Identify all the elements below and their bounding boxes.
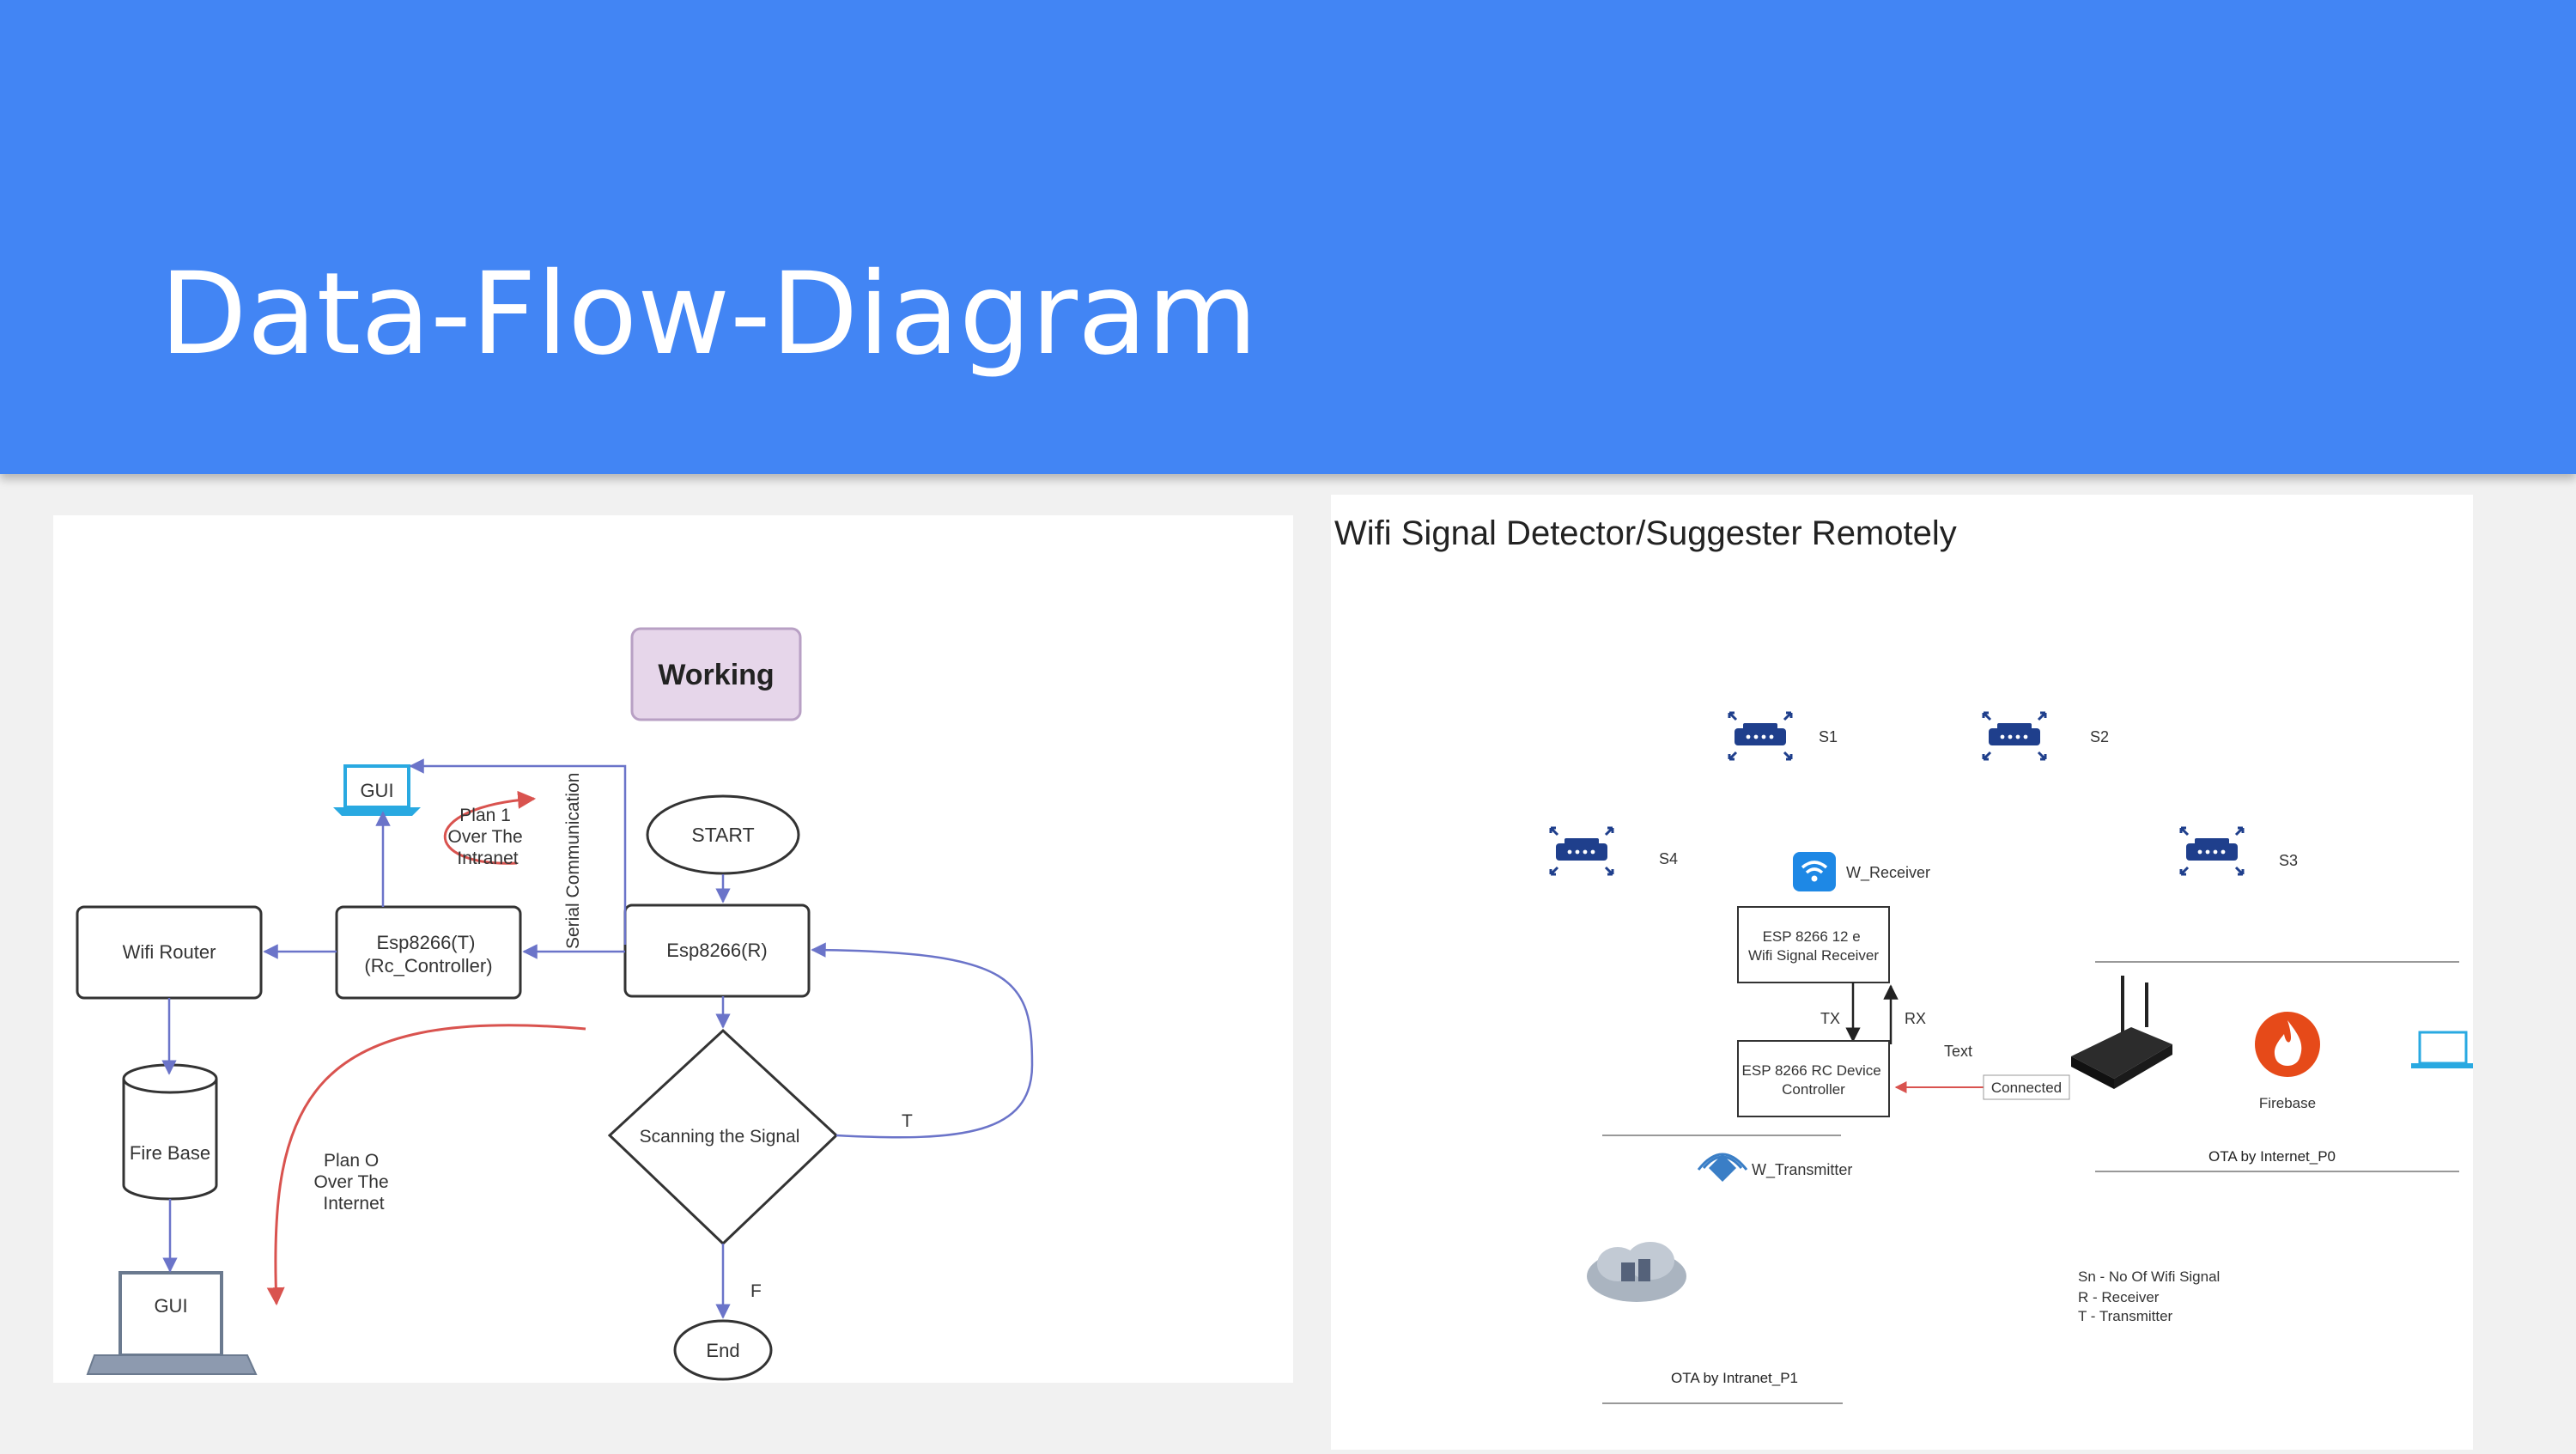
- ota-internet-label: OTA by Internet_P0: [2208, 1148, 2336, 1165]
- serial-communication-label: Serial Communication: [563, 773, 583, 949]
- connected-box: [1983, 1074, 2070, 1100]
- slide-title: Data-Flow-Diagram: [160, 248, 1258, 380]
- router-icon-s4: [1549, 826, 1614, 876]
- esp-controller-box: [1737, 1040, 1890, 1117]
- laptop-icon-top: [333, 764, 421, 816]
- ota-intranet-label: OTA by Intranet_P1: [1671, 1370, 1798, 1386]
- wifi-icon: [1793, 852, 1836, 891]
- router-icon-s3: [2179, 826, 2245, 876]
- working-label: Working: [658, 659, 774, 691]
- gui-bottom-label: GUI: [154, 1295, 187, 1317]
- fire-base-label: Fire Base: [130, 1142, 210, 1164]
- left-flow-diagram: Working GUI Plan 1 Over The Intranet Ser…: [76, 627, 1034, 1381]
- w-receiver-label: W_Receiver: [1846, 864, 1930, 882]
- s1-label: S1: [1819, 728, 1838, 745]
- title-bar: [0, 0, 2576, 474]
- gui-top-label: GUI: [360, 780, 393, 801]
- start-node: [646, 794, 800, 875]
- cloud-network-icon: [1587, 1242, 1686, 1302]
- esp-controller-label: ESP 8266 RC Device Controller: [1742, 1062, 1886, 1098]
- firebase-label: Firebase: [2259, 1095, 2316, 1111]
- esp-receiver-label: ESP 8266 12 e Wifi Signal Receiver: [1748, 928, 1879, 964]
- end-label: End: [706, 1340, 739, 1361]
- start-label: START: [691, 824, 754, 846]
- scanning-label: Scanning the Signal: [640, 1127, 800, 1147]
- firebase-cylinder: [122, 1063, 218, 1201]
- esp-receiver-box: [1737, 906, 1890, 983]
- s2-label: S2: [2090, 728, 2109, 745]
- transmitter-signal-icon: [1697, 1153, 1748, 1182]
- esp-r-label: Esp8266(R): [666, 940, 767, 961]
- plan1-curve: [443, 790, 537, 865]
- right-system-diagram: Wifi Signal Detector/Suggester Remotely …: [1334, 514, 2473, 1404]
- right-diagram-panel: Wifi Signal Detector/Suggester Remotely …: [1331, 495, 2473, 1450]
- true-label: T: [902, 1111, 913, 1131]
- end-node: [673, 1319, 773, 1381]
- connected-label: Connected: [1991, 1080, 2062, 1096]
- text-label: Text: [1944, 1043, 1972, 1060]
- left-diagram-panel: Working GUI Plan 1 Over The Intranet Ser…: [53, 515, 1293, 1383]
- wifi-router-label: Wifi Router: [123, 941, 216, 963]
- firebase-flame-icon: [2255, 1012, 2320, 1077]
- plan0-curve: [266, 1024, 586, 1306]
- s4-label: S4: [1659, 850, 1678, 867]
- laptop-icon-right: [2411, 1031, 2473, 1068]
- plan1-text: Plan 1 Over The Intranet: [448, 806, 528, 868]
- s3-label: S3: [2279, 852, 2298, 869]
- rx-label: RX: [1905, 1010, 1926, 1027]
- plan0-text: Plan O Over The Internet: [314, 1151, 394, 1214]
- legend-text: Sn - No Of Wifi Signal R - Receiver T - …: [2078, 1268, 2224, 1324]
- laptop-icon-bottom: [86, 1271, 258, 1375]
- esp-t-label: Esp8266(T) (Rc_Controller): [364, 932, 492, 976]
- flow-arrows: [161, 758, 1034, 1319]
- router-device-icon: [2071, 976, 2172, 1089]
- right-diagram-title: Wifi Signal Detector/Suggester Remotely: [1334, 514, 1957, 552]
- router-icon-s1: [1728, 711, 1793, 761]
- tx-label: TX: [1820, 1010, 1840, 1027]
- false-label: F: [750, 1281, 762, 1301]
- w-transmitter-label: W_Transmitter: [1752, 1161, 1852, 1179]
- working-box: [630, 627, 802, 721]
- router-icon-s2: [1982, 711, 2047, 761]
